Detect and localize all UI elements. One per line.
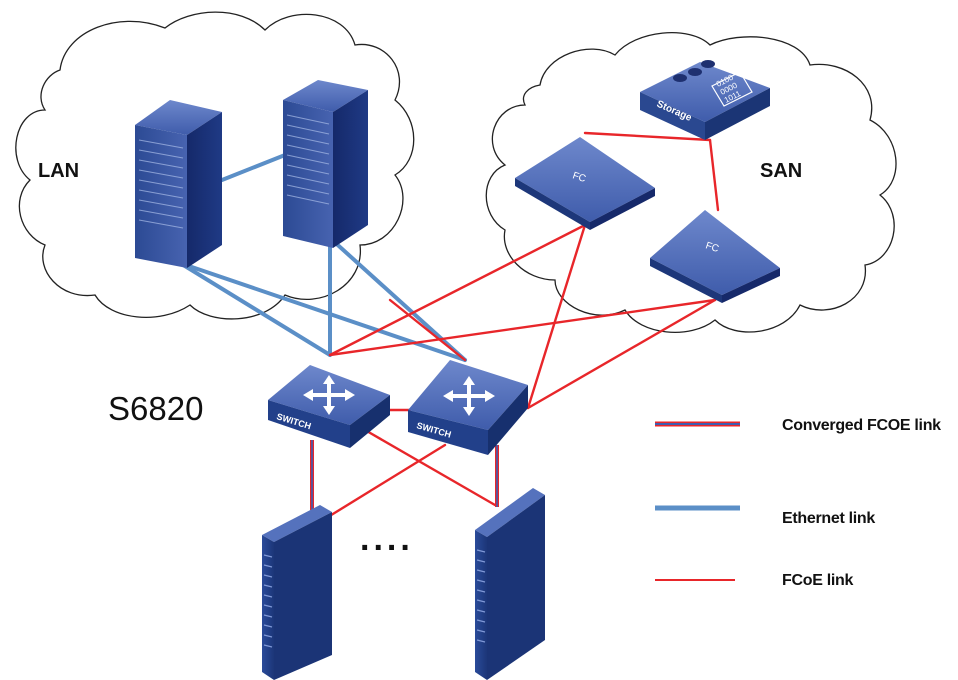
san-label: SAN xyxy=(760,160,802,182)
fcoe-links xyxy=(326,131,720,519)
legend-item-fcoe: FCoE link xyxy=(655,572,854,589)
legend: Converged FCOE link Ethernet link FCoE l… xyxy=(655,417,941,589)
server-ellipsis: .... xyxy=(360,520,414,558)
ethernet-link-rack1-switch2 xyxy=(178,261,467,362)
fcoe-link-storage-fc2 xyxy=(708,138,720,212)
ethernet-link-rack1-switch1 xyxy=(178,261,332,357)
ethernet-link-rack1-rack2 xyxy=(220,153,287,182)
fc-switch-1: FC xyxy=(515,137,655,230)
storage-disk-icon xyxy=(688,68,702,76)
s6820-switch-1[interactable]: SWITCH xyxy=(268,365,390,448)
fcoe-link-rack1-switch2 xyxy=(388,298,467,362)
blade-server-1 xyxy=(262,505,332,680)
rack-server-1 xyxy=(135,100,222,268)
storage-disk-icon xyxy=(673,74,687,82)
legend-label-converged: Converged FCOE link xyxy=(782,417,941,434)
storage-disk-icon xyxy=(701,60,715,68)
switch-model-label: S6820 xyxy=(108,390,203,427)
ethernet-link-rack2-switch2 xyxy=(328,236,467,362)
legend-item-converged: Converged FCOE link xyxy=(655,417,941,434)
fcoe-link-switch1-fc1 xyxy=(328,223,587,357)
fcoe-link-switch2-fc2 xyxy=(526,298,717,410)
legend-label-fcoe: FCoE link xyxy=(782,572,853,589)
s6820-switch-2[interactable]: SWITCH xyxy=(408,360,528,455)
fcoe-link-switch2-server1 xyxy=(326,443,447,519)
routing-arrows-icon xyxy=(306,378,352,412)
san-cloud xyxy=(485,32,897,333)
fcoe-link-switch1-fc2 xyxy=(328,298,717,357)
fc-switch-2-label: FC xyxy=(704,240,720,255)
fcoe-link-fc1-storage xyxy=(583,131,712,142)
legend-item-ethernet: Ethernet link xyxy=(655,505,876,527)
rack-server-2 xyxy=(283,80,368,248)
legend-label-ethernet: Ethernet link xyxy=(782,510,875,527)
lan-label: LAN xyxy=(38,160,79,182)
fc-switch-1-label: FC xyxy=(571,170,587,185)
blade-server-2 xyxy=(475,488,545,680)
fcoe-link-switch1-server2 xyxy=(363,428,497,507)
fcoe-link-switch2-fc1 xyxy=(526,223,587,410)
routing-arrows-icon xyxy=(446,379,492,413)
converged-links xyxy=(310,440,499,510)
fc-switch-2: FC xyxy=(650,210,780,303)
